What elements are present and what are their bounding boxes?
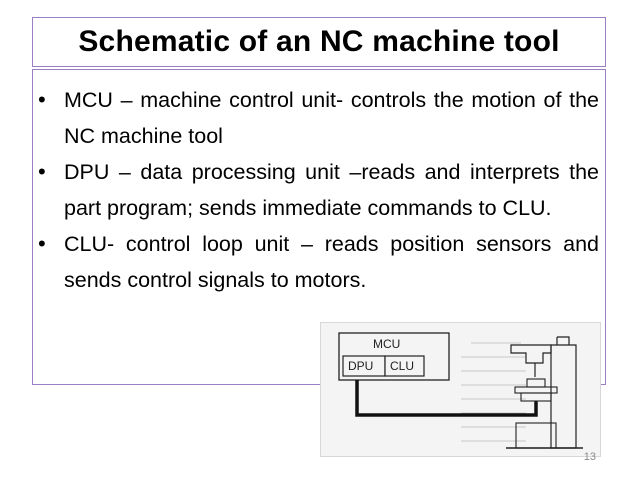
content-box: • MCU – machine control unit- controls t…: [32, 69, 606, 385]
clu-label: CLU: [390, 359, 415, 373]
saddle: [520, 392, 552, 402]
bullet-list: • MCU – machine control unit- controls t…: [33, 82, 607, 298]
bullet-item-mcu: • MCU – machine control unit- controls t…: [33, 82, 607, 154]
machine-column: [550, 344, 577, 449]
dpu-label: DPU: [348, 359, 374, 373]
slide-title: Schematic of an NC machine tool: [78, 25, 560, 58]
workpiece: [526, 378, 546, 388]
background-text-lines: [461, 342, 526, 442]
control-cable: [355, 380, 538, 417]
clu-box: [384, 355, 425, 377]
spindle-head: [510, 344, 552, 364]
bullet-item-dpu: • DPU – data processing unit –reads and …: [33, 154, 607, 226]
bullet-text: MCU – machine control unit- controls the…: [64, 88, 599, 148]
mcu-label: MCU: [373, 337, 401, 351]
title-box: Schematic of an NC machine tool: [32, 17, 606, 67]
bullet-icon: •: [38, 87, 46, 112]
page-number: 13: [583, 451, 596, 463]
diagram-drawing: [338, 332, 583, 449]
bullet-icon: •: [38, 231, 46, 256]
bullet-text: CLU- control loop unit – reads position …: [64, 232, 599, 292]
bullet-item-clu: • CLU- control loop unit – reads positio…: [33, 226, 607, 298]
machine-pedestal: [515, 422, 557, 449]
bullet-icon: •: [38, 159, 46, 184]
bullet-text: DPU – data processing unit –reads and in…: [64, 160, 599, 220]
nc-machine-diagram: MCU DPU CLU: [320, 322, 601, 457]
